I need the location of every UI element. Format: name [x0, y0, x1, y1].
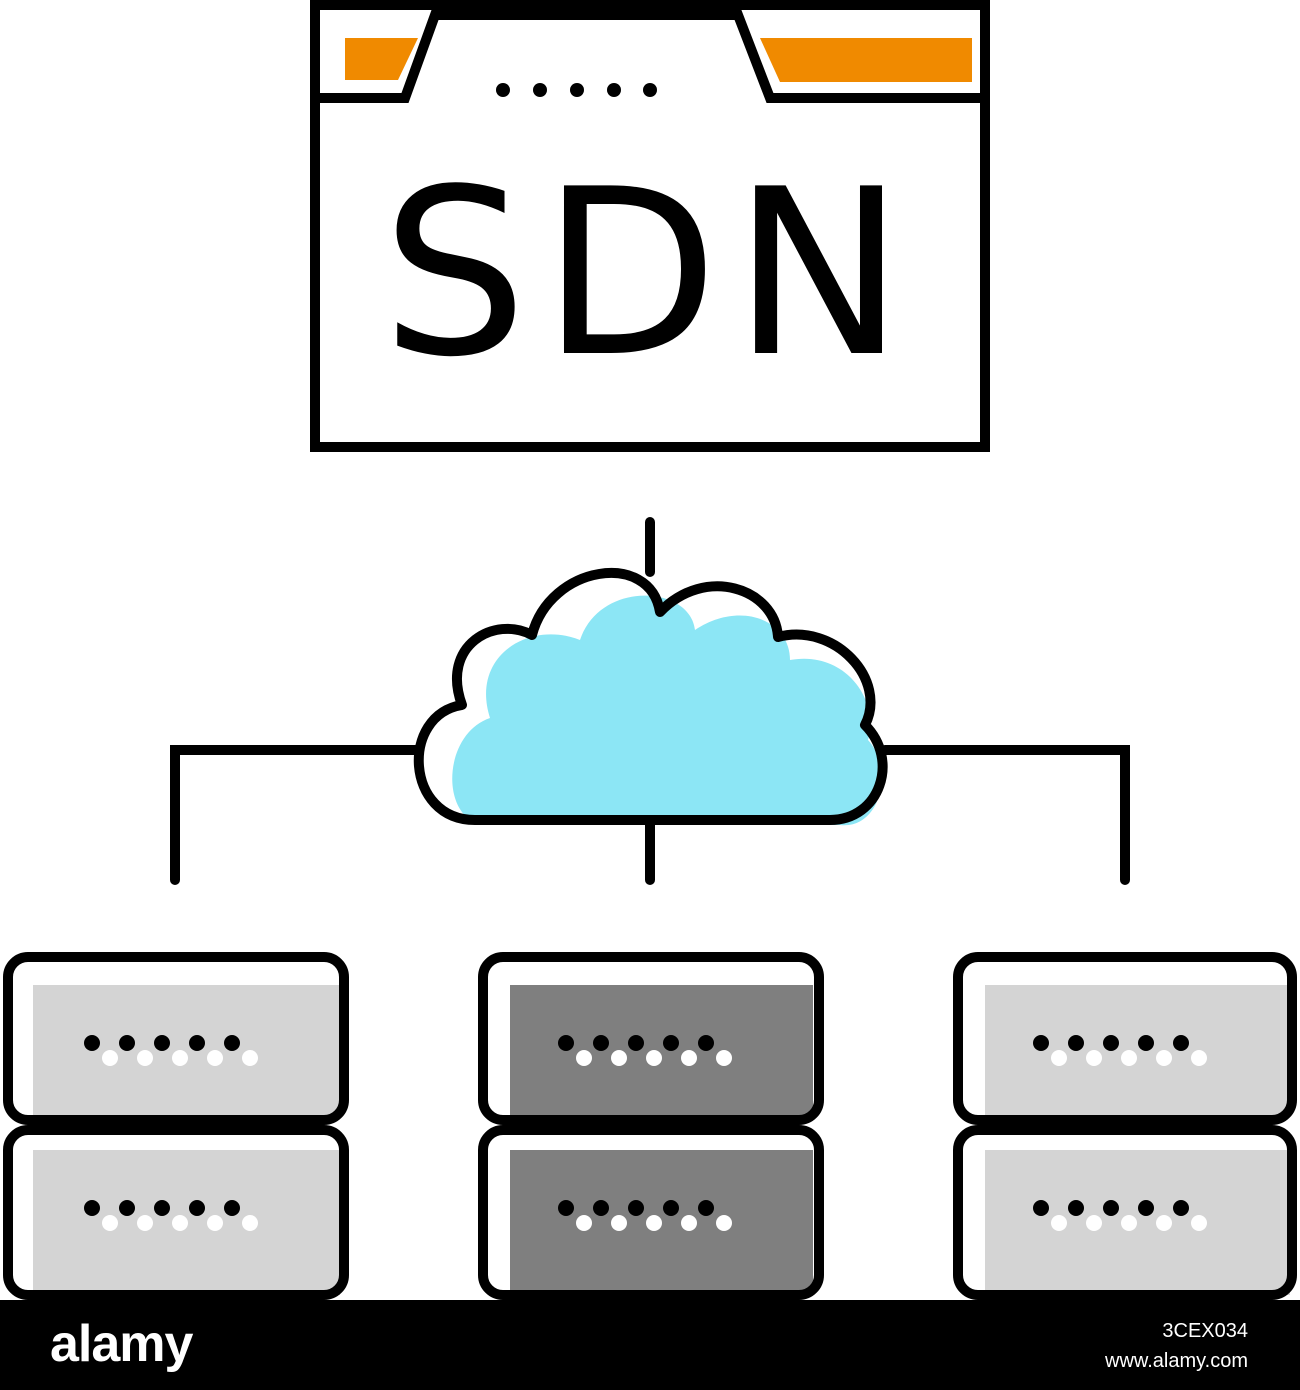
footer-url: www.alamy.com: [1105, 1350, 1248, 1372]
server-unit-top: [478, 952, 824, 1125]
window-dots: [496, 83, 657, 97]
server-unit-top: [3, 952, 349, 1125]
server-unit-bottom: [478, 1125, 824, 1300]
window-frame: [310, 0, 990, 452]
footer-image-id: 3CEX034: [1162, 1320, 1248, 1342]
cloud-outline: [413, 568, 888, 825]
cloud-icon: [413, 568, 888, 826]
server-rack-icon: [3, 952, 349, 1300]
footer-bar: alamy 3CEX034 www.alamy.com: [0, 1300, 1300, 1390]
network-connections: [170, 517, 1130, 885]
browser-window-icon: [310, 0, 990, 452]
server-unit-top: [953, 952, 1297, 1125]
window-toolbar-line: [315, 9, 985, 103]
server-unit-bottom: [3, 1125, 349, 1300]
window-tab-left-accent: [345, 38, 418, 80]
cloud-fill: [452, 595, 882, 826]
server-rack-icon: [478, 952, 824, 1300]
server-unit-bottom: [953, 1125, 1297, 1300]
footer-logo: alamy: [50, 1315, 193, 1373]
server-rack-icon: [953, 952, 1297, 1300]
window-tab-right-accent: [760, 38, 972, 82]
sdn-label: SDN: [381, 141, 919, 408]
sdn-diagram: [3, 0, 1297, 1300]
